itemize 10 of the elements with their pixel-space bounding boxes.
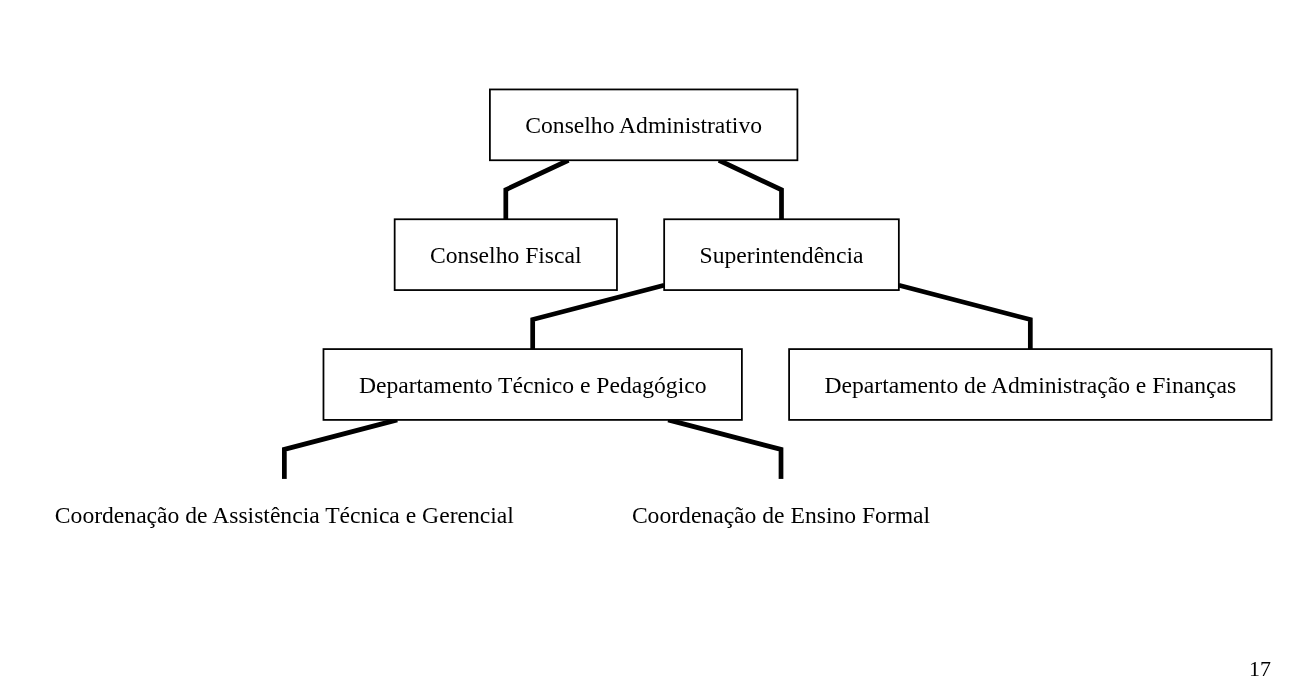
node-text: Coordenação de Assistência Técnica e Gerencial: [54, 501, 514, 528]
node-box: Departamento de Administração e Finanças: [788, 348, 1273, 422]
node-box: Conselho Fiscal: [393, 218, 618, 292]
node-text: Coordenação de Ensino Formal: [631, 501, 931, 528]
connector: [530, 283, 665, 350]
node-box: Departamento Técnico e Pedagógico: [322, 348, 743, 422]
node-box: Superintendência: [663, 218, 900, 292]
node-box: Conselho Administrativo: [489, 88, 799, 162]
connector: [898, 283, 1033, 350]
page-number: 17: [1249, 656, 1271, 682]
